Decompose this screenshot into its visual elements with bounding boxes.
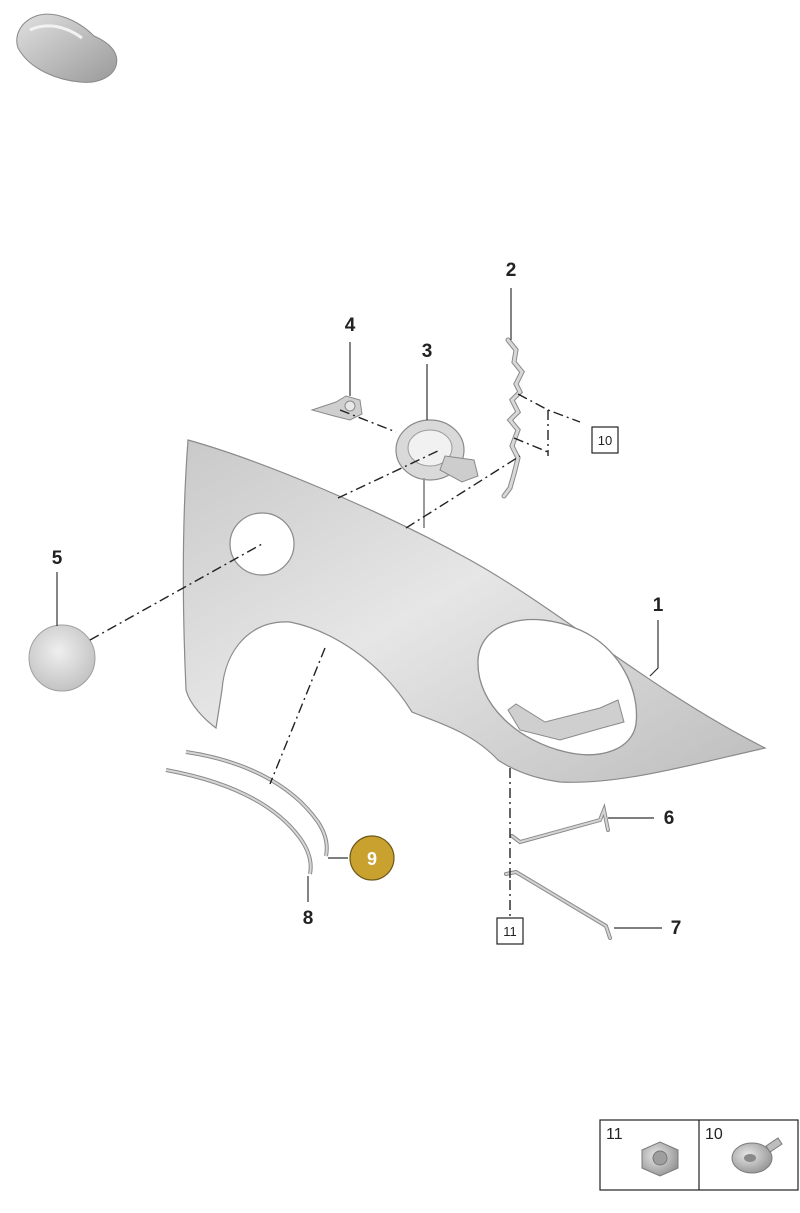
support-strut-upper[interactable] bbox=[510, 803, 610, 845]
leader-lines bbox=[56, 288, 662, 929]
hex-nut-icon[interactable] bbox=[641, 1141, 679, 1177]
callout-5[interactable]: 5 bbox=[52, 548, 63, 569]
fastener-legend: 11 10 bbox=[599, 1119, 799, 1191]
screw-icon[interactable] bbox=[731, 1137, 783, 1174]
fuel-filler-housing[interactable] bbox=[395, 419, 479, 528]
wheel-arch-trim[interactable] bbox=[165, 750, 329, 875]
reference-box-11[interactable]: 11 bbox=[496, 917, 524, 945]
fender-panel[interactable] bbox=[182, 439, 767, 783]
callout-1[interactable]: 1 bbox=[653, 595, 664, 616]
legend-label-left: 11 bbox=[606, 1126, 623, 1143]
callout-4[interactable]: 4 bbox=[345, 315, 356, 336]
callout-7[interactable]: 7 bbox=[671, 918, 682, 939]
callout-6[interactable]: 6 bbox=[664, 808, 675, 829]
support-strut-lower[interactable] bbox=[504, 869, 612, 940]
actuator-clip[interactable] bbox=[310, 395, 363, 421]
callout-9[interactable]: 9 bbox=[367, 849, 377, 869]
legend-label-right: 10 bbox=[705, 1126, 723, 1143]
reference-box-11-label: 11 bbox=[503, 924, 517, 939]
assembly-lines bbox=[89, 393, 581, 918]
callout-9-highlight[interactable]: 9 bbox=[349, 835, 395, 881]
reference-box-10-label: 10 bbox=[598, 433, 612, 448]
bracket-strip[interactable] bbox=[501, 337, 525, 499]
callout-8[interactable]: 8 bbox=[303, 908, 314, 929]
reference-box-10[interactable]: 10 bbox=[591, 426, 619, 454]
callout-3[interactable]: 3 bbox=[422, 341, 433, 362]
cover-cap[interactable] bbox=[28, 624, 96, 692]
vehicle-thumbnail-icon bbox=[16, 13, 118, 83]
callout-2[interactable]: 2 bbox=[506, 260, 517, 281]
